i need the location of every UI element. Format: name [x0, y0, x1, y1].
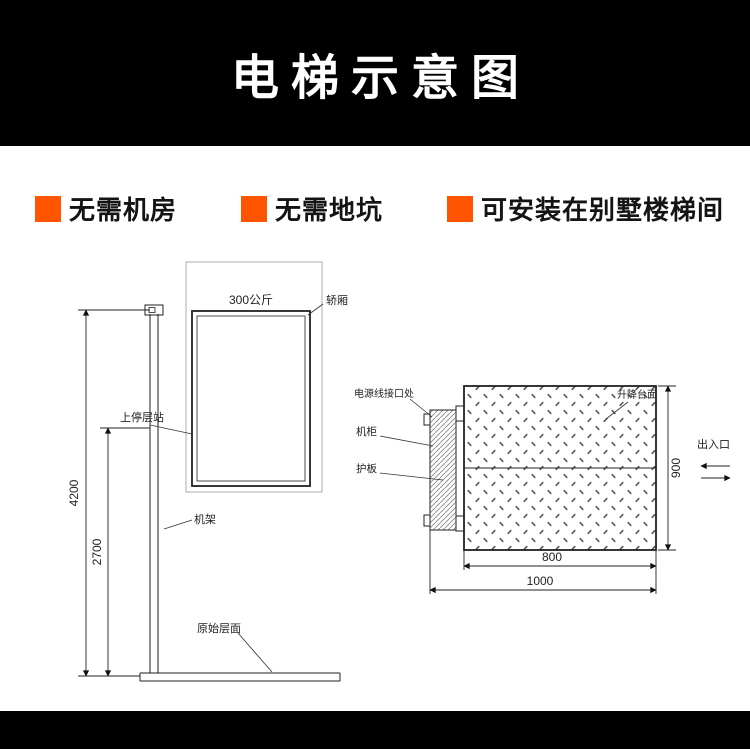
feature-villa-stairwell: 可安装在别墅楼梯间 [447, 190, 724, 227]
feature-list: 无需机房 无需地坑 可安装在别墅楼梯间 [35, 190, 724, 227]
dim-2700-text: 2700 [90, 538, 104, 565]
dim-1000 [429, 530, 657, 594]
feature-label: 可安装在别墅楼梯间 [481, 195, 725, 225]
dim-800 [463, 550, 657, 570]
diagram-svg: 300公斤 轿厢 上停层站 机架 原始层面 4200 2700 [67, 261, 731, 682]
dim-900-text: 900 [669, 458, 683, 478]
dim-4200-text: 4200 [67, 479, 81, 506]
feature-label: 无需机房 [69, 195, 178, 225]
entrance-label: 出入口 [697, 437, 730, 451]
feature-no-pit: 无需地坑 [241, 190, 383, 227]
title-banner: 电梯示意图 [0, 0, 750, 146]
power-label: 电源线接口处 [354, 387, 414, 400]
shaft-outline [185, 261, 323, 493]
orange-bullet-icon [35, 195, 61, 222]
dim-1000-text: 1000 [527, 574, 554, 588]
dim-2700 [100, 427, 150, 677]
base-plate [139, 672, 341, 682]
plan-labels: 电源线接口处 机柜 护板 升降台面 出入口 900 800 1000 [354, 387, 730, 588]
elevation-leaders [149, 303, 324, 673]
feature-label: 无需地坑 [275, 195, 384, 225]
elevator-diagram: 300公斤 轿厢 上停层站 机架 原始层面 4200 2700 [0, 248, 750, 710]
orange-bullet-icon [447, 195, 474, 222]
control-cabinet [423, 405, 465, 532]
plan-view [379, 385, 731, 594]
lifting-platform [463, 385, 657, 551]
plan-leaders [379, 398, 629, 481]
orange-bullet-icon [241, 195, 268, 222]
ground-label: 原始层面 [197, 621, 241, 635]
frame-label: 机架 [194, 512, 216, 526]
elevation-labels: 300公斤 轿厢 上停层站 机架 原始层面 4200 2700 [67, 293, 348, 635]
mast [144, 304, 164, 673]
dim-800-text: 800 [542, 550, 562, 564]
dim-900 [658, 385, 676, 551]
guard-label: 护板 [356, 462, 377, 475]
dim-4200 [78, 309, 150, 677]
car-label: 轿厢 [326, 293, 348, 307]
footer-bar [0, 711, 750, 749]
entrance-arrows [700, 462, 731, 482]
upper-stop-label: 上停层站 [120, 410, 164, 424]
cabin [191, 310, 311, 487]
elevation-view [78, 261, 341, 682]
cabinet-label: 机柜 [356, 425, 377, 438]
platform-label: 升降台面 [617, 388, 657, 401]
capacity-label: 300公斤 [229, 293, 273, 307]
page-title: 电梯示意图 [230, 52, 531, 105]
feature-no-machine-room: 无需机房 [35, 190, 177, 227]
